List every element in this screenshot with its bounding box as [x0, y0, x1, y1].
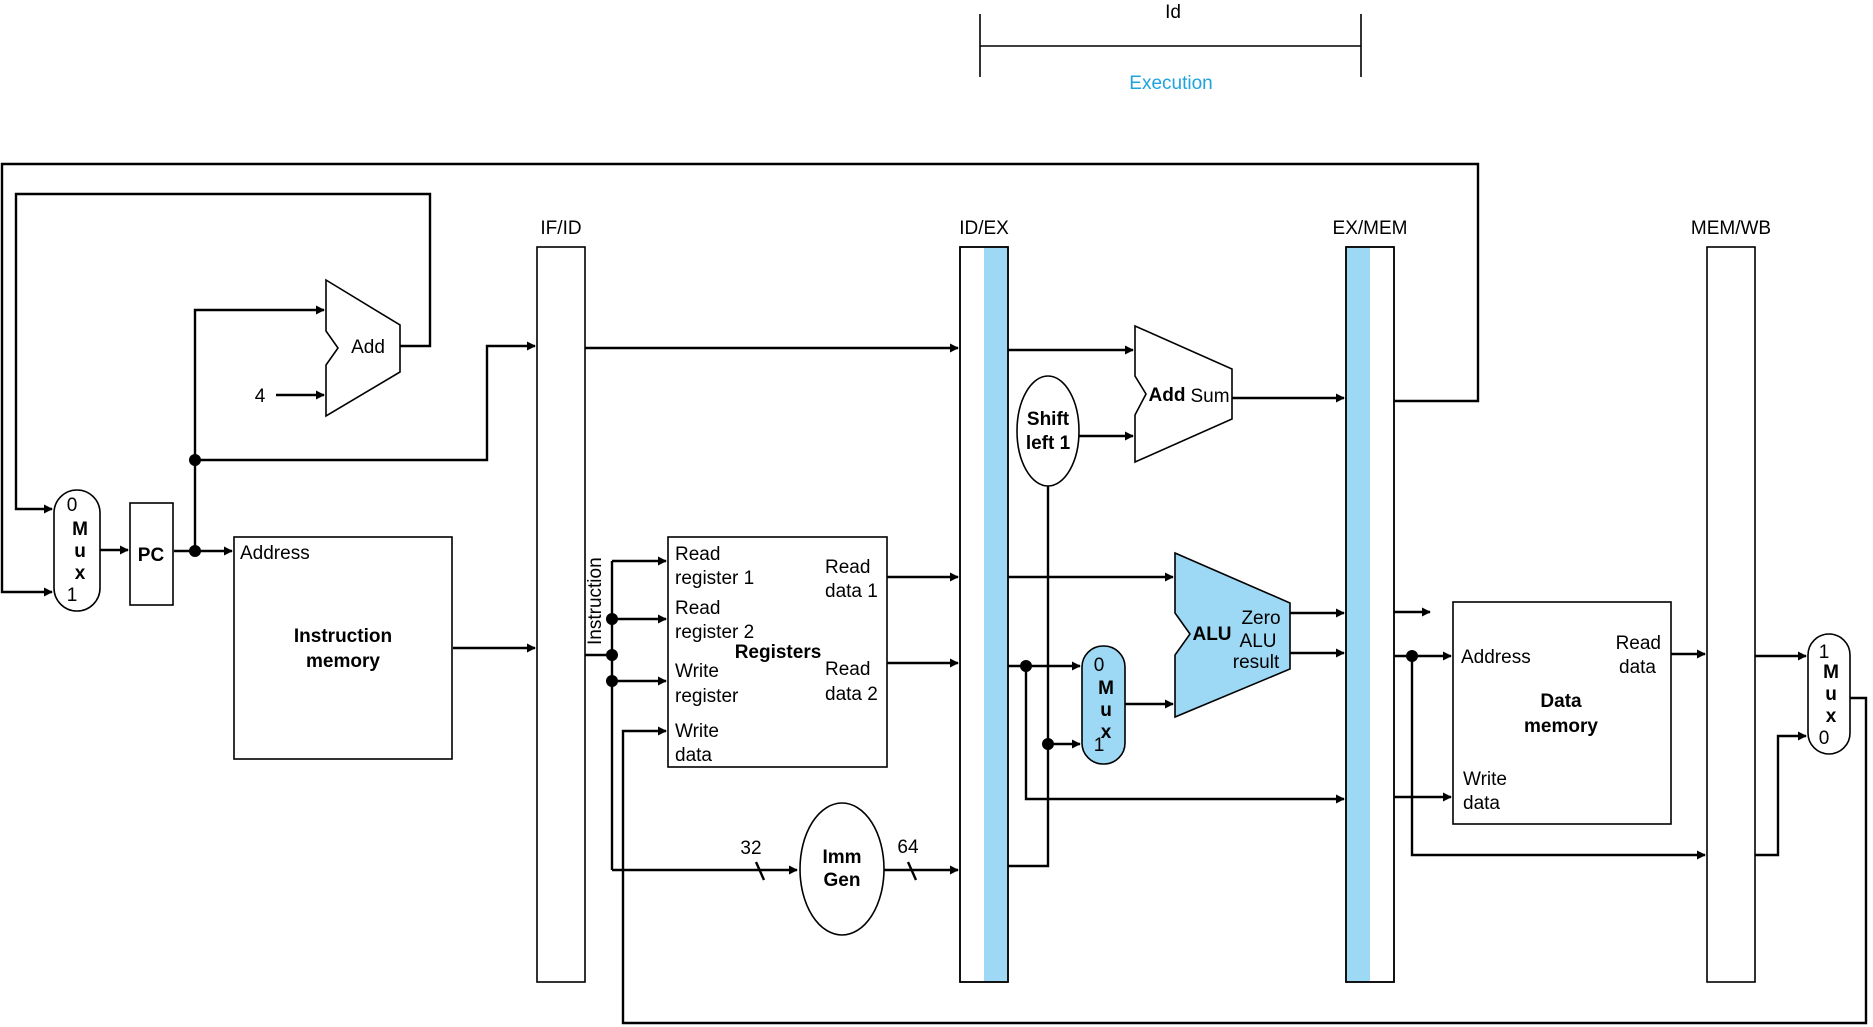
- if-id-label: IF/ID: [540, 218, 581, 239]
- stage-execution-label: Execution: [1129, 73, 1212, 94]
- id-ex-label: ID/EX: [959, 218, 1009, 239]
- instruction-bus-label: Instruction: [585, 557, 606, 645]
- junction-dots: [189, 454, 1418, 750]
- ex-mem-highlight: [1347, 248, 1370, 981]
- imm-in-width: 32: [740, 838, 761, 859]
- alu: [1174, 551, 1291, 719]
- reg-read-data2-l1: Read: [825, 659, 870, 680]
- if-id-register: [536, 246, 586, 983]
- mem-wb-register: [1706, 246, 1756, 983]
- pc-mux: [53, 489, 101, 612]
- pc-label: PC: [138, 545, 165, 566]
- wb-mux-in0: 0: [1819, 728, 1830, 749]
- dmem-read-l2: data: [1619, 657, 1656, 678]
- reg-read-data1-l1: Read: [825, 557, 870, 578]
- alu-mux-u: u: [1100, 700, 1112, 721]
- mem-wb-label: MEM/WB: [1691, 218, 1771, 239]
- imem-title-line1: Instruction: [294, 626, 392, 647]
- pc-mux-x: x: [75, 563, 86, 584]
- reg-read-data2-l2: data 2: [825, 684, 878, 705]
- shift-line1: Shift: [1027, 409, 1070, 430]
- reg-read-register1-l1: Read: [675, 544, 720, 565]
- reg-write-data-l1: Write: [675, 721, 719, 742]
- pc-mux-in1: 1: [67, 585, 78, 606]
- dmem-read-l1: Read: [1616, 633, 1661, 654]
- pc-adder: [325, 278, 401, 418]
- wb-mux-x: x: [1826, 706, 1837, 727]
- alu-mux-in0: 0: [1094, 655, 1105, 676]
- alu-mux-x: x: [1101, 722, 1112, 743]
- pc-adder-label: Add: [351, 337, 385, 358]
- dmem-write-l1: Write: [1463, 769, 1507, 790]
- wb-mux-in1: 1: [1819, 642, 1830, 663]
- imm-gen-line1: Imm: [822, 847, 861, 868]
- dmem-title-line2: memory: [1524, 716, 1598, 737]
- reg-read-register2-l2: register 2: [675, 622, 754, 643]
- shift-left-unit: [1016, 375, 1080, 487]
- reg-read-register2-l1: Read: [675, 598, 720, 619]
- writeback-mux: [1807, 633, 1851, 755]
- instruction-memory: [233, 536, 453, 760]
- imem-title-line2: memory: [306, 651, 380, 672]
- stage-bracket: [979, 14, 1362, 77]
- pc-mux-m: M: [72, 519, 88, 540]
- alu-label: ALU: [1192, 624, 1231, 645]
- data-memory: [1452, 601, 1672, 825]
- imm-out-width: 64: [897, 837, 919, 858]
- imm-gen-line2: Gen: [824, 870, 861, 891]
- ex-mem-label: EX/MEM: [1333, 218, 1408, 239]
- constant-four: 4: [255, 386, 266, 407]
- alu-mux-m: M: [1098, 678, 1114, 699]
- reg-write-register-l2: register: [675, 686, 739, 707]
- stage-top-label: Id: [1165, 2, 1181, 23]
- pc-register: [129, 502, 174, 606]
- alu-result-l2: result: [1233, 652, 1280, 673]
- registers-title: Registers: [735, 642, 822, 663]
- alu-result-l1: ALU: [1240, 631, 1277, 652]
- reg-read-register1-l2: register 1: [675, 568, 754, 589]
- alu-zero-label: Zero: [1241, 608, 1280, 629]
- pc-mux-u: u: [74, 541, 86, 562]
- branch-adder-sum: Sum: [1190, 386, 1229, 407]
- wires: [0, 162, 1868, 1025]
- id-ex-highlight: [984, 248, 1007, 981]
- alu-mux: [1081, 645, 1126, 765]
- pc-mux-in0: 0: [67, 495, 78, 516]
- imm-gen: [799, 802, 885, 936]
- wb-mux-m: M: [1823, 662, 1839, 683]
- dmem-write-l2: data: [1463, 793, 1500, 814]
- alu-mux-in1: 1: [1094, 735, 1105, 756]
- branch-adder-label: Add: [1149, 385, 1186, 406]
- dmem-address-label: Address: [1461, 647, 1531, 668]
- branch-adder: [1134, 324, 1233, 464]
- register-file: [667, 536, 888, 768]
- shift-line2: left 1: [1026, 433, 1071, 454]
- dmem-title-line1: Data: [1540, 691, 1582, 712]
- reg-read-data1-l2: data 1: [825, 581, 878, 602]
- imem-address-label: Address: [240, 543, 310, 564]
- reg-write-register-l1: Write: [675, 661, 719, 682]
- reg-write-data-l2: data: [675, 745, 712, 766]
- wb-mux-u: u: [1825, 684, 1837, 705]
